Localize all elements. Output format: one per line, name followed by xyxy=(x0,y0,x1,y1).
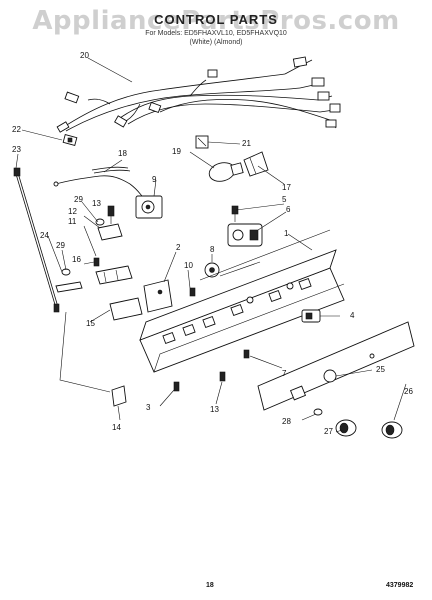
callout-4: 4 xyxy=(350,311,355,320)
clip-21 xyxy=(195,135,209,149)
model-list: For Models: ED5FHAXVL10, ED5FHAXVQ10 xyxy=(145,30,287,37)
bracket-15 xyxy=(109,297,143,321)
lamp-bulb xyxy=(208,162,244,182)
temperature-knob-27 xyxy=(335,419,357,437)
callout-17: 17 xyxy=(282,183,291,192)
callout-6: 6 xyxy=(286,205,291,214)
screw-3 xyxy=(173,381,180,392)
page-title: CONTROL PARTS xyxy=(154,12,278,27)
page-number: 18 xyxy=(206,582,214,589)
washer-29-upper xyxy=(95,218,105,226)
lever-24 xyxy=(55,268,83,293)
callout-19: 19 xyxy=(172,147,181,156)
damper-rod xyxy=(13,167,60,313)
callout-1: 1 xyxy=(284,229,289,238)
callout-3: 3 xyxy=(146,403,151,412)
callout-9: 9 xyxy=(152,175,157,184)
callout-13-lower: 13 xyxy=(210,405,219,414)
callout-25: 25 xyxy=(376,365,385,374)
callout-21: 21 xyxy=(242,139,251,148)
callout-24: 24 xyxy=(40,231,49,240)
callout-15: 15 xyxy=(86,319,95,328)
callout-13-upper: 13 xyxy=(92,199,101,208)
callout-7: 7 xyxy=(282,369,287,378)
callout-29-lower: 29 xyxy=(56,241,65,250)
screw-13-upper xyxy=(107,205,115,224)
callout-29-upper: 29 xyxy=(74,195,83,204)
leader-lines xyxy=(15,57,407,433)
diagram-code: 4379982 xyxy=(386,582,414,589)
screw-5 xyxy=(231,205,239,222)
knob-insert-28 xyxy=(313,408,323,416)
callout-12: 12 xyxy=(68,207,77,216)
callout-27: 27 xyxy=(324,427,333,436)
screw-7 xyxy=(243,349,250,359)
knob-8 xyxy=(204,262,220,278)
mounting-bracket-2 xyxy=(143,279,173,313)
thermostat xyxy=(227,223,263,247)
callout-2: 2 xyxy=(176,243,181,252)
callout-20: 20 xyxy=(80,51,89,60)
color-list: (White) (Almond) xyxy=(189,39,243,46)
callout-22: 22 xyxy=(12,125,21,134)
wire-harness xyxy=(56,56,341,133)
callout-28: 28 xyxy=(282,417,291,426)
callout-11: 11 xyxy=(68,217,77,226)
screw-10 xyxy=(189,287,196,297)
callout-23: 23 xyxy=(12,145,21,154)
callout-18: 18 xyxy=(118,149,127,158)
screw-13-lower xyxy=(219,371,226,382)
callout-14: 14 xyxy=(112,423,121,432)
damper-control xyxy=(129,183,163,219)
callout-labels: 20 22 23 21 18 19 9 17 29 13 5 6 12 11 1… xyxy=(12,51,413,436)
watermark: AppliancePartsPros.com xyxy=(32,6,400,36)
capillary-tube xyxy=(53,166,131,187)
callout-5: 5 xyxy=(282,195,287,204)
lamp-socket xyxy=(243,151,269,177)
callout-26: 26 xyxy=(404,387,413,396)
screw-16 xyxy=(93,257,100,267)
callout-10: 10 xyxy=(184,261,193,270)
control-housing xyxy=(139,229,345,373)
control-panel-25 xyxy=(257,321,415,411)
callout-8: 8 xyxy=(210,245,215,254)
light-switch-4 xyxy=(301,309,321,323)
temperature-knob-26 xyxy=(381,421,403,439)
clip-14 xyxy=(111,385,127,407)
bracket-12 xyxy=(97,223,123,241)
wire-connector-22 xyxy=(62,134,78,146)
callout-16: 16 xyxy=(72,255,81,264)
slide-bracket xyxy=(95,265,133,285)
